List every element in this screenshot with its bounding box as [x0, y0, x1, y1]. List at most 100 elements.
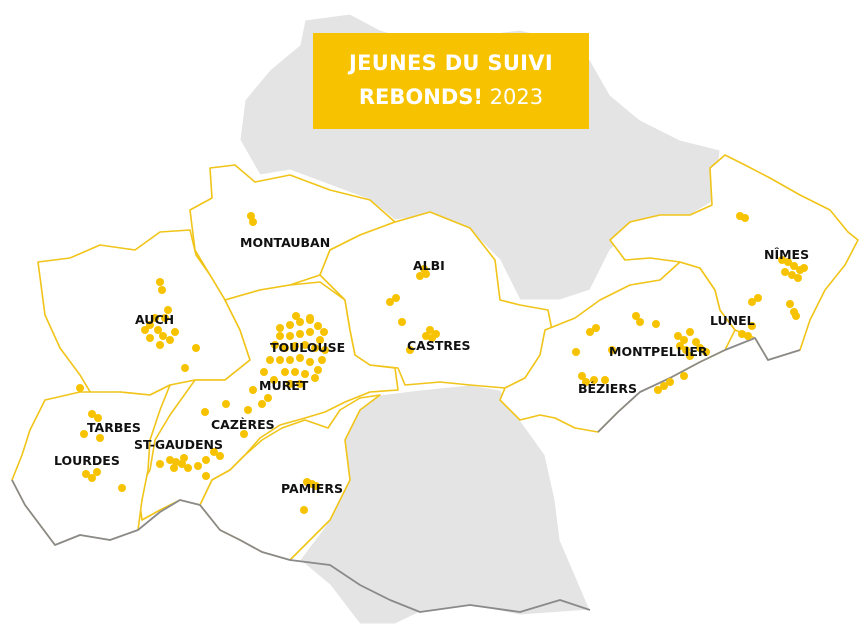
participant-dot — [296, 318, 304, 326]
participant-dot — [786, 300, 794, 308]
participant-dot — [88, 410, 96, 418]
participant-dot — [748, 298, 756, 306]
city-label-castres: CASTRES — [407, 338, 471, 353]
city-label-auch: AUCH — [135, 312, 174, 327]
participant-dot — [164, 306, 172, 314]
participant-dot — [292, 312, 300, 320]
participant-dot — [426, 326, 434, 334]
participant-dot — [601, 376, 609, 384]
participant-dot — [146, 334, 154, 342]
city-label-montauban: MONTAUBAN — [240, 235, 330, 250]
participant-dot — [592, 324, 600, 332]
participant-dot — [386, 298, 394, 306]
participant-dot — [184, 464, 192, 472]
participant-dot — [666, 378, 674, 386]
participant-dot — [790, 262, 798, 270]
participant-dot — [94, 414, 102, 422]
participant-dot — [676, 342, 684, 350]
participant-dot — [660, 382, 668, 390]
participant-dot — [260, 368, 268, 376]
participant-dot — [674, 332, 682, 340]
participant-dot — [754, 294, 762, 302]
participant-dots — [76, 212, 808, 514]
participant-dot — [281, 344, 289, 352]
participant-dot — [792, 312, 800, 320]
participant-dot — [572, 348, 580, 356]
participant-dot — [88, 474, 96, 482]
participant-dot — [306, 328, 314, 336]
participant-dot — [696, 344, 704, 352]
participant-dot — [800, 264, 808, 272]
participant-dot — [741, 214, 749, 222]
participant-dot — [244, 406, 252, 414]
city-label-pamiers: PAMIERS — [281, 481, 343, 496]
city-label-beziers: BÉZIERS — [578, 381, 637, 396]
city-label-lunel: LUNEL — [710, 313, 755, 328]
participant-dot — [314, 322, 322, 330]
participant-dot — [286, 332, 294, 340]
participant-dot — [76, 384, 84, 392]
participant-dot — [156, 278, 164, 286]
participant-dot — [202, 456, 210, 464]
participant-dot — [590, 376, 598, 384]
participant-dot — [171, 328, 179, 336]
participant-dot — [249, 218, 257, 226]
participant-dot — [194, 462, 202, 470]
city-label-cazeres: CAZÈRES — [211, 417, 275, 432]
participant-dot — [158, 286, 166, 294]
participant-dot — [291, 368, 299, 376]
participant-dot — [286, 321, 294, 329]
participant-dot — [201, 408, 209, 416]
participant-dot — [686, 352, 694, 360]
participant-dot — [306, 314, 314, 322]
participant-dot — [321, 346, 329, 354]
participant-dot — [141, 326, 149, 334]
participant-dot — [276, 332, 284, 340]
participant-dot — [118, 484, 126, 492]
participant-dot — [311, 374, 319, 382]
participant-dot — [180, 454, 188, 462]
city-label-toulouse: TOULOUSE — [270, 340, 345, 355]
participant-dot — [300, 506, 308, 514]
participant-dot — [202, 472, 210, 480]
participant-dot — [311, 344, 319, 352]
city-label-tarbes: TARBES — [87, 420, 141, 435]
title-year: 2023 — [489, 85, 544, 109]
participant-dot — [398, 318, 406, 326]
participant-dot — [652, 320, 660, 328]
title-bold-word: REBONDS! — [358, 85, 483, 109]
participant-dot — [301, 341, 309, 349]
participant-dot — [170, 464, 178, 472]
participant-dot — [744, 332, 752, 340]
participant-dot — [276, 356, 284, 364]
participant-dot — [586, 328, 594, 336]
participant-dot — [686, 328, 694, 336]
participant-dot — [82, 470, 90, 478]
participant-dot — [788, 271, 796, 279]
participant-dot — [654, 386, 662, 394]
participant-dot — [794, 274, 802, 282]
city-label-albi: ALBI — [413, 258, 445, 273]
participant-dot — [264, 394, 272, 402]
city-label-nimes: NÎMES — [764, 247, 809, 262]
city-labels: MONTAUBAN ALBI NÎMES AUCH TOULOUSE CASTR… — [54, 235, 809, 496]
participant-dot — [93, 468, 101, 476]
participant-dot — [249, 386, 257, 394]
participant-dot — [682, 346, 690, 354]
participant-dot — [146, 321, 154, 329]
participant-dot — [258, 400, 266, 408]
participant-dot — [291, 342, 299, 350]
participant-dot — [636, 318, 644, 326]
participant-dot — [210, 448, 218, 456]
title-line-2: REBONDS! 2023 — [313, 85, 589, 109]
participant-dot — [181, 364, 189, 372]
participant-dot — [270, 376, 278, 384]
participant-dot — [151, 314, 159, 322]
participant-dot — [286, 380, 294, 388]
participant-dot — [161, 314, 169, 322]
participant-dot — [80, 430, 88, 438]
participant-dot — [748, 322, 756, 330]
city-label-lourdes: LOURDES — [54, 453, 120, 468]
